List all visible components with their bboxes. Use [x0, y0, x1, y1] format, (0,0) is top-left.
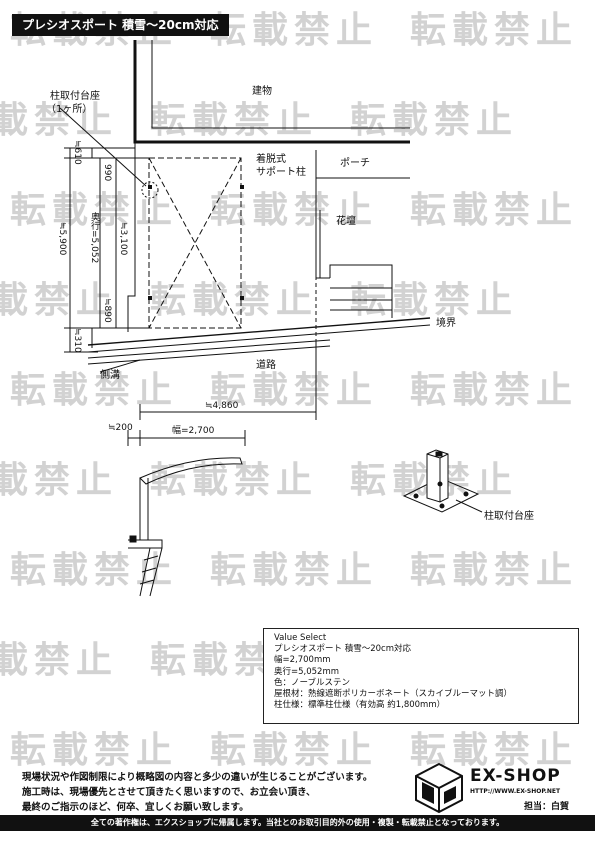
watermark-text: 転載禁止 — [10, 730, 178, 771]
porch-label: ポーチ — [340, 158, 370, 169]
gutter-line — [87, 339, 331, 359]
column-base-drawing — [402, 449, 483, 513]
staff-name: 担当：白賀 — [524, 802, 570, 812]
dim-890: ≒890 — [102, 298, 112, 323]
dim-3100: ≒3,100 — [118, 222, 128, 256]
dim-610: ≒610 — [72, 140, 82, 165]
ex-shop-logo-icon — [415, 762, 463, 814]
notice-line-1: 現場状況や作図制限により概略図の内容と多少の違いが生じることがございます。 — [22, 772, 373, 783]
removable-support-label-2: サポート柱 — [256, 167, 306, 178]
watermark-text: 転載禁止 — [210, 10, 378, 51]
watermark-text: 転載禁止 — [10, 370, 178, 411]
column-base-marker — [141, 181, 159, 199]
watermark-text: 転載禁止 — [350, 100, 518, 141]
spec-line: 屋根材：熱線遮断ポリカーボネート（スカイブルーマット調） — [274, 689, 513, 700]
spec-line: 柱仕様：標準柱仕様（有効高 約1,800mm） — [274, 700, 446, 711]
spec-line: Value Select — [274, 633, 327, 643]
flowerbed-label: 花壇 — [336, 216, 356, 227]
column-base-label: 柱取付台座 — [50, 91, 100, 102]
brand-name: EX-SHOP — [470, 766, 561, 786]
copyright-footer: 全ての著作権は、エクスショップに帰属します。当社とのお取引目的外の使用・複製・転… — [0, 815, 595, 831]
watermark-text: 転載禁止 — [150, 460, 318, 501]
watermark-text: 転載禁止 — [210, 190, 378, 231]
notice-line-2: 施工時は、現場優先とさせて頂きたく思いますので、お立会い頂き、 — [22, 787, 316, 798]
watermark-text: 転載禁止 — [210, 730, 378, 771]
dim-5900: ≒5,900 — [57, 222, 67, 256]
dim-width: 幅=2,700 — [172, 426, 215, 436]
watermark-text: 転載禁止 — [410, 550, 578, 591]
spec-line: 色：ノーブルステン — [274, 677, 350, 688]
elevation-drawing — [127, 430, 246, 597]
boundary-label: 境界 — [436, 318, 456, 329]
spec-line: 奥行=5,052mm — [274, 666, 340, 677]
watermark-text: 転載禁止 — [0, 640, 118, 681]
notice-line-3: 最終のご指示のほど、何卒、宜しくお願い致します。 — [22, 802, 249, 813]
spec-line: 幅=2,700mm — [274, 655, 331, 666]
watermark-text: 転載禁止 — [410, 370, 578, 411]
flowerbed-outline — [329, 264, 393, 318]
watermark-text: 転載禁止 — [210, 370, 378, 411]
gutter-label: 側溝 — [100, 370, 120, 381]
watermark-text: 転載禁止 — [0, 460, 118, 501]
dim-depth: 奥行=5,052 — [89, 212, 99, 264]
dim-990: 990 — [102, 164, 112, 182]
building-label: 建物 — [252, 86, 272, 97]
notice: 現場状況や作図制限により概略図の内容と多少の違いが生じることがございます。 施工… — [22, 770, 372, 815]
dim-4860: ≒4,860 — [205, 401, 239, 411]
watermark-text: 転載禁止 — [0, 280, 118, 321]
road-label: 道路 — [256, 360, 276, 371]
carport-plan — [148, 157, 242, 329]
column-base-count: （1ヶ所） — [46, 104, 93, 115]
drawing-title: プレシオスポート 積雪～20cm対応 — [12, 14, 229, 36]
brand-url: HTTP://WWW.EX-SHOP.NET — [470, 788, 561, 795]
watermark-text: 転載禁止 — [210, 550, 378, 591]
building-wall — [133, 40, 410, 144]
watermark-text: 転載禁止 — [150, 280, 318, 321]
watermark-text: 転載禁止 — [410, 190, 578, 231]
boundary-line — [87, 317, 431, 346]
column-base-callout: 柱取付台座 — [484, 511, 534, 522]
dim-310: ≒310 — [72, 328, 82, 353]
dim-200: ≒200 — [108, 423, 133, 433]
spec-line: プレシオスポート 積雪～20cm対応 — [274, 644, 411, 655]
watermark-text: 転載禁止 — [410, 10, 578, 51]
watermark-text: 転載禁止 — [0, 100, 118, 141]
carport-roof — [139, 457, 243, 485]
removable-support-label-1: 着脱式 — [256, 154, 286, 165]
watermark-text: 転載禁止 — [150, 100, 318, 141]
